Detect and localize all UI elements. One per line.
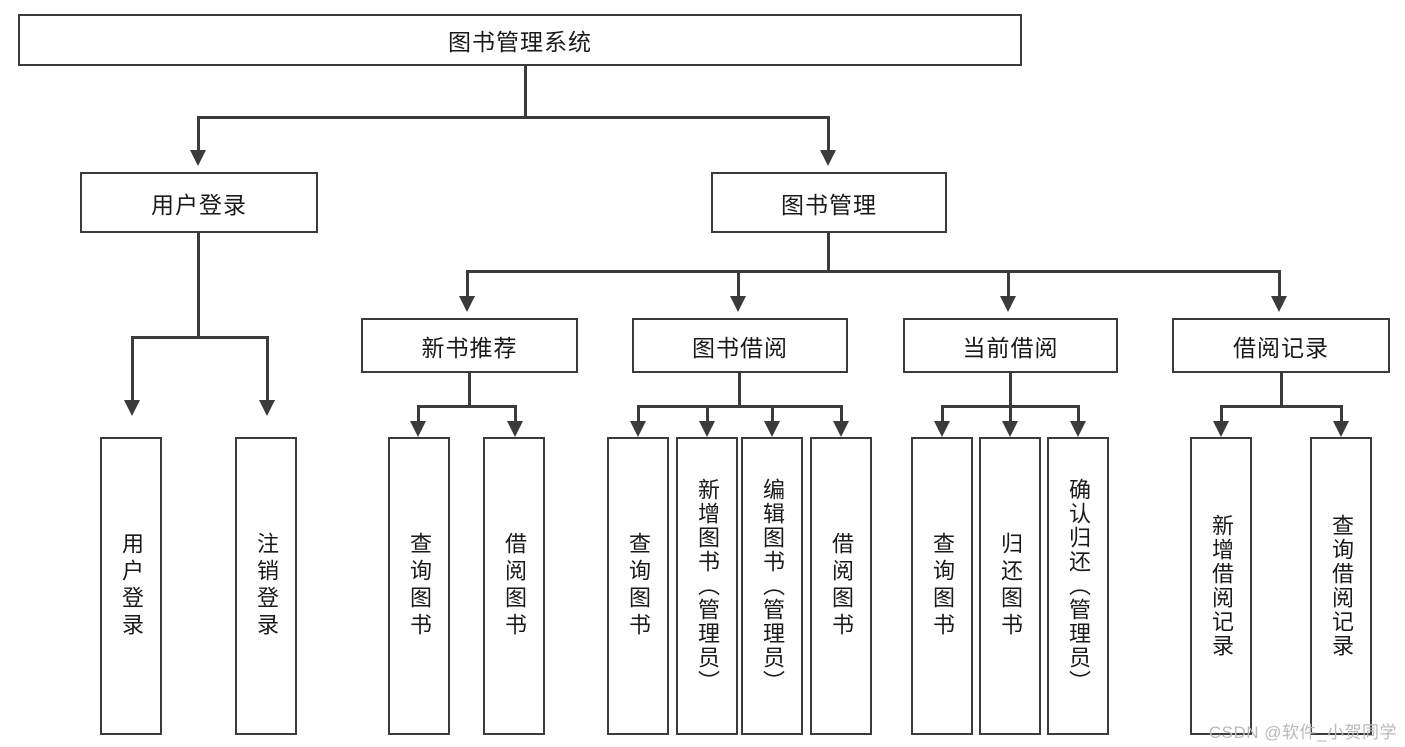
arrow-borrow-record-to-leaf2 bbox=[1333, 421, 1349, 437]
arrow-borrow-record-to-leaf1 bbox=[1213, 421, 1229, 437]
connector-user-login-bus bbox=[131, 336, 266, 339]
node-new-book-recommend[interactable]: 新书推荐 bbox=[361, 318, 578, 373]
node-label: 新增借阅记录 bbox=[1209, 514, 1234, 658]
connector-root-to-user-login bbox=[197, 116, 200, 154]
node-current-borrow[interactable]: 当前借阅 bbox=[903, 318, 1118, 373]
node-label: 查询图书 bbox=[407, 532, 432, 640]
arrow-book-mgmt-to-l2b bbox=[730, 296, 746, 312]
connector-book-mgmt-to-l2a bbox=[466, 270, 469, 300]
connector-current-borrow-to-leaf3 bbox=[1077, 405, 1080, 425]
connector-root-bus bbox=[197, 116, 829, 119]
arrow-book-mgmt-to-l2d bbox=[1271, 296, 1287, 312]
node-label: 借阅记录 bbox=[1233, 334, 1329, 361]
leaf-current-borrow-query[interactable]: 查询图书 bbox=[911, 437, 973, 735]
node-label: 编辑图书（管理员） bbox=[760, 478, 785, 694]
arrow-root-to-user-login bbox=[190, 150, 206, 166]
node-label: 查询图书 bbox=[626, 532, 651, 640]
leaf-borrow-record-query[interactable]: 查询借阅记录 bbox=[1310, 437, 1372, 735]
connector-new-book-to-leaf1 bbox=[417, 405, 420, 425]
connector-book-borrow-stem bbox=[738, 373, 741, 408]
connector-book-borrow-to-leaf3 bbox=[771, 405, 774, 425]
connector-new-book-bus bbox=[417, 405, 517, 408]
node-label: 借阅图书 bbox=[502, 532, 527, 640]
leaf-book-borrow-borrow[interactable]: 借阅图书 bbox=[810, 437, 872, 735]
arrow-book-borrow-to-leaf3 bbox=[764, 421, 780, 437]
node-label: 图书借阅 bbox=[692, 334, 788, 361]
leaf-new-book-borrow[interactable]: 借阅图书 bbox=[483, 437, 545, 735]
connector-current-borrow-to-leaf2 bbox=[1009, 405, 1012, 425]
connector-user-login-to-leaf2 bbox=[266, 336, 269, 404]
connector-new-book-stem bbox=[468, 373, 471, 408]
arrow-current-borrow-to-leaf2 bbox=[1002, 421, 1018, 437]
connector-book-borrow-to-leaf4 bbox=[840, 405, 843, 425]
connector-borrow-record-to-leaf2 bbox=[1340, 405, 1343, 425]
leaf-user-login-login[interactable]: 用户登录 bbox=[100, 437, 162, 735]
connector-book-mgmt-to-l2d bbox=[1278, 270, 1281, 300]
node-label: 归还图书 bbox=[998, 532, 1023, 640]
arrow-book-borrow-to-leaf1 bbox=[630, 421, 646, 437]
leaf-book-borrow-add[interactable]: 新增图书（管理员） bbox=[676, 437, 738, 735]
connector-book-borrow-to-leaf1 bbox=[637, 405, 640, 425]
node-book-borrow[interactable]: 图书借阅 bbox=[632, 318, 848, 373]
node-label: 查询借阅记录 bbox=[1329, 514, 1354, 658]
arrow-book-borrow-to-leaf4 bbox=[833, 421, 849, 437]
arrow-new-book-to-leaf1 bbox=[410, 421, 426, 437]
node-label: 用户登录 bbox=[119, 532, 144, 640]
node-label: 新增图书（管理员） bbox=[695, 478, 720, 694]
leaf-user-login-logout[interactable]: 注销登录 bbox=[235, 437, 297, 735]
leaf-book-borrow-edit[interactable]: 编辑图书（管理员） bbox=[741, 437, 803, 735]
connector-current-borrow-to-leaf1 bbox=[941, 405, 944, 425]
leaf-borrow-record-add[interactable]: 新增借阅记录 bbox=[1190, 437, 1252, 735]
connector-new-book-to-leaf2 bbox=[514, 405, 517, 425]
node-label: 确认归还（管理员） bbox=[1066, 478, 1091, 694]
connector-borrow-record-to-leaf1 bbox=[1220, 405, 1223, 425]
node-label: 查询图书 bbox=[930, 532, 955, 640]
arrow-user-login-to-leaf2 bbox=[259, 400, 275, 416]
node-book-management[interactable]: 图书管理 bbox=[711, 172, 947, 233]
arrow-new-book-to-leaf2 bbox=[507, 421, 523, 437]
node-label: 当前借阅 bbox=[962, 334, 1059, 361]
leaf-current-borrow-confirm[interactable]: 确认归还（管理员） bbox=[1047, 437, 1109, 735]
arrow-book-mgmt-to-l2a bbox=[459, 296, 475, 312]
connector-book-borrow-to-leaf2 bbox=[706, 405, 709, 425]
node-user-login[interactable]: 用户登录 bbox=[80, 172, 318, 233]
arrow-current-borrow-to-leaf3 bbox=[1070, 421, 1086, 437]
connector-current-borrow-stem bbox=[1009, 373, 1012, 408]
node-label: 图书管理 bbox=[781, 191, 877, 218]
connector-borrow-record-bus bbox=[1220, 405, 1342, 408]
arrow-book-borrow-to-leaf2 bbox=[699, 421, 715, 437]
leaf-current-borrow-return[interactable]: 归还图书 bbox=[979, 437, 1041, 735]
node-label: 图书管理系统 bbox=[448, 29, 592, 55]
node-root-system[interactable]: 图书管理系统 bbox=[18, 14, 1022, 66]
leaf-book-borrow-query[interactable]: 查询图书 bbox=[607, 437, 669, 735]
csdn-watermark: CSDN @软件_小贺同学 bbox=[1208, 723, 1397, 742]
connector-book-mgmt-bus bbox=[466, 270, 1281, 273]
node-label: 借阅图书 bbox=[829, 532, 854, 640]
connector-book-mgmt-stem bbox=[827, 233, 830, 273]
connector-root-to-book-mgmt bbox=[827, 116, 830, 154]
connector-borrow-record-stem bbox=[1280, 373, 1283, 408]
connector-book-mgmt-to-l2c bbox=[1007, 270, 1010, 300]
connector-root-stem bbox=[524, 66, 527, 118]
arrow-current-borrow-to-leaf1 bbox=[934, 421, 950, 437]
connector-user-login-stem bbox=[197, 233, 200, 339]
node-label: 用户登录 bbox=[151, 191, 247, 218]
connector-book-borrow-bus bbox=[637, 405, 842, 408]
arrow-root-to-book-mgmt bbox=[820, 150, 836, 166]
arrow-book-mgmt-to-l2c bbox=[1000, 296, 1016, 312]
arrow-user-login-to-leaf1 bbox=[124, 400, 140, 416]
node-label: 注销登录 bbox=[254, 532, 279, 640]
leaf-new-book-query[interactable]: 查询图书 bbox=[388, 437, 450, 735]
connector-user-login-to-leaf1 bbox=[131, 336, 134, 404]
node-label: 新书推荐 bbox=[421, 334, 518, 361]
connector-book-mgmt-to-l2b bbox=[737, 270, 740, 300]
node-borrow-record[interactable]: 借阅记录 bbox=[1172, 318, 1390, 373]
